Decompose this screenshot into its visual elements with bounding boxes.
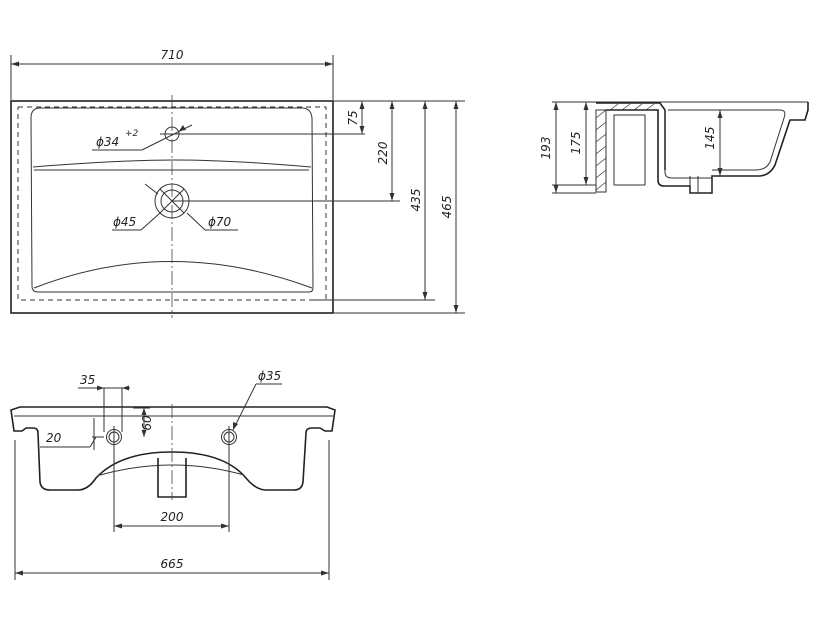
dim-label-710: 710 <box>161 48 184 62</box>
dim-label-200: 200 <box>161 510 184 524</box>
front-view-outline <box>10 406 336 491</box>
top-view: 710 75 220 435 465 ϕ34 +2 ϕ45 ϕ <box>10 48 465 318</box>
side-view-back-wall <box>595 109 607 193</box>
dim-label-220: 220 <box>376 141 390 164</box>
front-view: 35 60 20 ϕ35 200 665 <box>10 369 336 580</box>
side-view-bowl-inner <box>668 109 786 171</box>
dim-label-tap-hole: ϕ34 <box>96 135 119 149</box>
dim-label-drain-70: ϕ70 <box>208 215 232 229</box>
dim-label-drain-45: ϕ45 <box>113 215 136 229</box>
dim-label-front-20: 20 <box>46 431 62 445</box>
dim-label-665: 665 <box>161 557 184 571</box>
top-view-bowl-curve <box>33 261 313 289</box>
dim-label-front-phi35: ϕ35 <box>258 369 281 383</box>
dim-label-175: 175 <box>569 132 583 155</box>
dim-label-193: 193 <box>539 137 553 160</box>
dim-label-435: 435 <box>409 189 423 212</box>
top-view-ledge-line <box>32 159 312 168</box>
side-view: 193 175 145 <box>539 101 809 194</box>
dim-label-465: 465 <box>440 196 454 219</box>
dim-label-tap-hole-tolerance: +2 <box>125 129 139 139</box>
dim-label-front-35: 35 <box>80 373 95 387</box>
dim-label-75: 75 <box>346 110 360 125</box>
dim-label-145: 145 <box>703 127 717 150</box>
dim-label-front-60: 60 <box>140 415 154 431</box>
top-view-basin-rim <box>30 107 314 293</box>
